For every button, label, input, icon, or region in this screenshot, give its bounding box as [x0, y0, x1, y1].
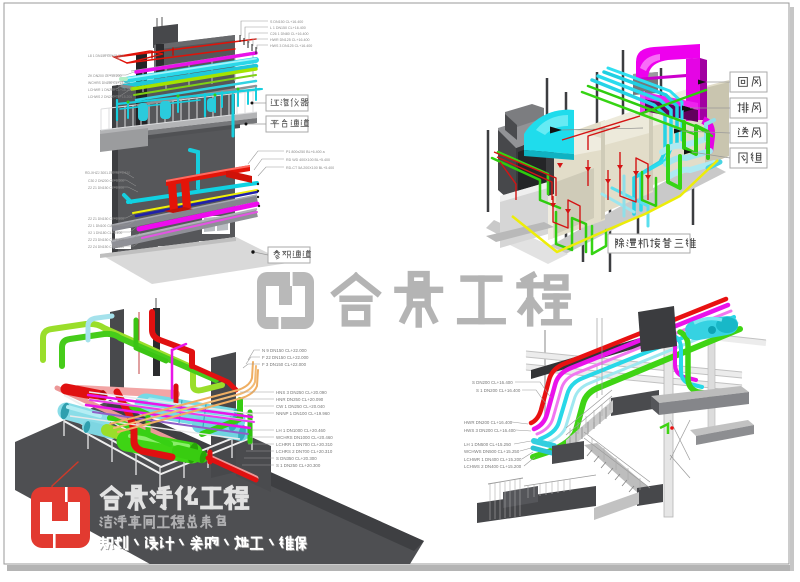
svg-text:S DN150 CL+16.400: S DN150 CL+16.400 [270, 20, 303, 24]
svg-text:RD-XHZJ 3001.100 BL+5.630: RD-XHZJ 3001.100 BL+5.630 [85, 171, 130, 175]
svg-text:RD-CT 5A 200X100 BL+5.400: RD-CT 5A 200X100 BL+5.400 [286, 166, 334, 170]
svg-text:WCHRS DN150 CL+15.250: WCHRS DN150 CL+15.250 [88, 81, 130, 85]
svg-text:Z2 Z3 DN150 CL+6.400: Z2 Z3 DN150 CL+6.400 [88, 238, 124, 242]
svg-text:LCHWS 2 DN400 CL+15.200: LCHWS 2 DN400 CL+15.200 [464, 464, 522, 469]
svg-text:LH 1 DN1000 CL+20.460: LH 1 DN1000 CL+20.460 [276, 428, 326, 433]
svg-text:WCHRS DN1000 CL+20.460: WCHRS DN1000 CL+20.460 [276, 435, 333, 440]
svg-text:CW 1 DN250 CL+20.040: CW 1 DN250 CL+20.040 [276, 404, 325, 409]
svg-text:RD WD 400X100 BL+5.400: RD WD 400X100 BL+5.400 [286, 158, 330, 162]
svg-text:S DN350 CL+20.300: S DN350 CL+20.300 [276, 456, 317, 461]
svg-text:NNNP 1 DN100 CL+19.960: NNNP 1 DN100 CL+19.960 [276, 411, 330, 416]
svg-text:LCHWS 2 DN200 CL+15.200: LCHWS 2 DN200 CL+15.200 [88, 95, 132, 99]
svg-text:HNR DN250 CL+20.090: HNR DN250 CL+20.090 [276, 397, 324, 402]
svg-text:LCHWR 1 DN200 CL+15.200: LCHWR 1 DN200 CL+15.200 [88, 88, 132, 92]
svg-text:Z2 Z4 DN150 CL+6.400: Z2 Z4 DN150 CL+6.400 [88, 245, 124, 249]
svg-text:C30 2 DN200 CL+5.200: C30 2 DN200 CL+5.200 [88, 179, 124, 183]
svg-text:P1 800x250 BL+6.400 a: P1 800x250 BL+6.400 a [286, 150, 325, 154]
svg-text:L8 1 DN150 CL+15.250: L8 1 DN150 CL+15.250 [88, 54, 124, 58]
svg-text:HWS 3 DN200 CL+16.400: HWS 3 DN200 CL+16.400 [464, 428, 516, 433]
svg-text:LH 1 DN500 CL+15.250: LH 1 DN500 CL+15.250 [464, 442, 512, 447]
svg-text:Z2 Z1 DN150 CL+6.400: Z2 Z1 DN150 CL+6.400 [88, 186, 124, 190]
svg-text:N 9 DN150 CL+22.000: N 9 DN150 CL+22.000 [262, 348, 307, 353]
svg-text:F 3 DN150 CL+22.000: F 3 DN150 CL+22.000 [262, 362, 307, 367]
svg-text:LCHRR 1 DN700 CL+20.310: LCHRR 1 DN700 CL+20.310 [276, 442, 333, 447]
svg-text:F 22 DN150 CL+22.000: F 22 DN150 CL+22.000 [262, 355, 309, 360]
svg-text:L 1 DN150 CL+16.400: L 1 DN150 CL+16.400 [270, 26, 306, 30]
svg-text:HWS 3 DN125 CL+16.400: HWS 3 DN125 CL+16.400 [270, 44, 312, 48]
svg-text:S 1 DN200 CL+16.400: S 1 DN200 CL+16.400 [476, 388, 521, 393]
svg-text:LCHRS 2 DN700 CL+20.310: LCHRS 2 DN700 CL+20.310 [276, 449, 333, 454]
svg-text:S DN200 CL+16.400: S DN200 CL+16.400 [472, 380, 513, 385]
svg-text:ZK DN200 CL+15.200: ZK DN200 CL+15.200 [88, 74, 122, 78]
svg-text:WCHWS DN500 CL+15.250: WCHWS DN500 CL+15.250 [464, 449, 520, 454]
svg-text:X2 1 DN180 CL+6.400: X2 1 DN180 CL+6.400 [88, 231, 122, 235]
svg-text:Z2 Z1 DN150 CL+6.400: Z2 Z1 DN150 CL+6.400 [88, 217, 124, 221]
svg-text:C26 1 DN80 CL+16.400: C26 1 DN80 CL+16.400 [270, 32, 308, 36]
svg-text:HNS 3 DN250 CL+20.090: HNS 3 DN250 CL+20.090 [276, 390, 327, 395]
svg-text:Z2 1 DN100 CL+6.400: Z2 1 DN100 CL+6.400 [88, 224, 122, 228]
svg-text:LCHWR 1 DN400 CL+15.200: LCHWR 1 DN400 CL+15.200 [464, 457, 522, 462]
svg-text:HWR DN200 CL+16.400: HWR DN200 CL+16.400 [464, 420, 513, 425]
svg-text:S 1 DN250 CL+20.300: S 1 DN250 CL+20.300 [276, 463, 321, 468]
svg-text:HWR DN125 CL+16.400: HWR DN125 CL+16.400 [270, 38, 309, 42]
